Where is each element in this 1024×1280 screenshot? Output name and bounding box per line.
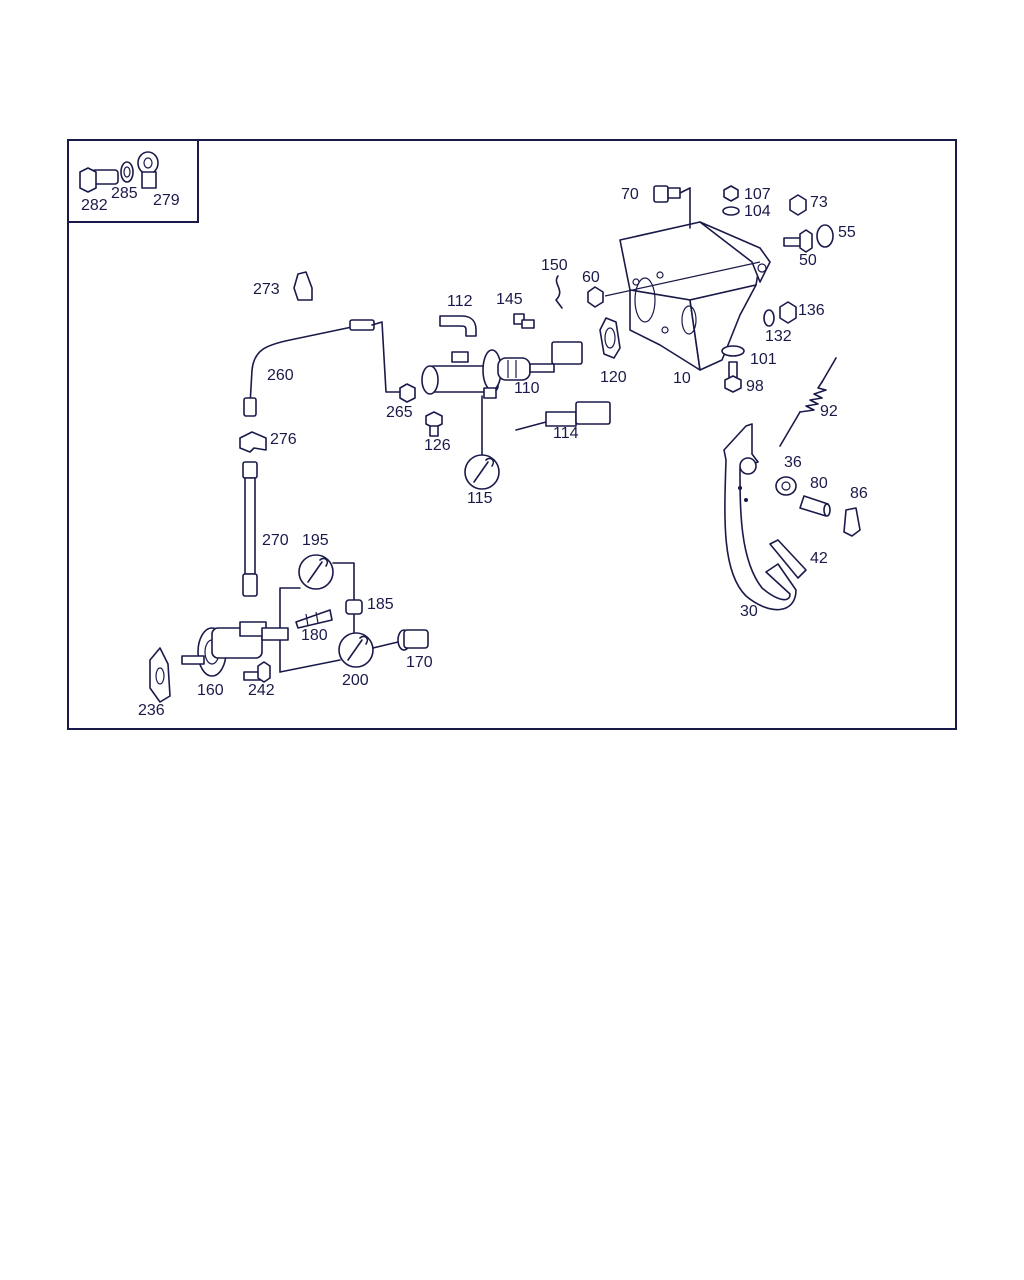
label-132: 132 — [765, 328, 792, 345]
label-200: 200 — [342, 672, 369, 689]
label-285: 285 — [111, 185, 138, 202]
label-265: 265 — [386, 404, 413, 421]
label-126: 126 — [424, 437, 451, 454]
label-70: 70 — [621, 186, 639, 203]
label-98: 98 — [746, 378, 764, 395]
bolt-50 — [783, 229, 813, 253]
clip-86 — [843, 507, 861, 537]
fitting-170 — [397, 629, 429, 651]
label-185: 185 — [367, 596, 394, 613]
label-180: 180 — [301, 627, 328, 644]
push-rod-114 — [515, 401, 611, 431]
nut-73 — [789, 194, 807, 216]
label-107: 107 — [744, 186, 771, 203]
inset-frame — [67, 139, 199, 223]
label-36: 36 — [784, 454, 802, 471]
pedal-pad-42 — [769, 539, 807, 579]
spring-92 — [779, 357, 837, 447]
switch-70 — [653, 185, 691, 203]
label-279: 279 — [153, 192, 180, 209]
label-112: 112 — [447, 293, 473, 310]
hose-fitting-112 — [439, 315, 477, 337]
label-10: 10 — [673, 370, 691, 387]
label-60: 60 — [582, 269, 600, 286]
label-150: 150 — [541, 257, 568, 274]
nut-60 — [587, 286, 604, 308]
hydraulic-line-260 — [243, 319, 401, 417]
label-260: 260 — [267, 367, 294, 384]
label-101: 101 — [750, 351, 777, 368]
clip-273 — [293, 271, 313, 301]
label-115: 115 — [467, 490, 493, 507]
master-cylinder-110 — [399, 341, 583, 403]
bushing-55 — [816, 224, 834, 248]
banjo-fitting-279 — [137, 151, 159, 189]
label-86: 86 — [850, 485, 868, 502]
nut-136 — [779, 301, 797, 324]
bolt-145 — [513, 313, 535, 329]
diagram-frame — [67, 139, 957, 730]
label-120: 120 — [600, 369, 627, 386]
clutch-pedal-30 — [723, 423, 797, 611]
nut-107 — [723, 185, 739, 202]
label-80: 80 — [810, 475, 828, 492]
label-270: 270 — [262, 532, 289, 549]
wrench-icon — [464, 454, 500, 490]
banjo-bolt-282 — [79, 167, 119, 193]
label-273: 273 — [253, 281, 280, 298]
label-42: 42 — [810, 550, 828, 567]
clip-150 — [555, 275, 563, 309]
bolt-98 — [724, 361, 742, 393]
label-104: 104 — [744, 203, 771, 220]
gasket-120 — [599, 317, 621, 359]
clip-276 — [239, 431, 267, 453]
label-110: 110 — [514, 380, 540, 397]
label-282: 282 — [81, 197, 108, 214]
bolt-126 — [425, 411, 443, 437]
label-236: 236 — [138, 702, 165, 719]
label-50: 50 — [799, 252, 817, 269]
washer-132 — [763, 309, 775, 327]
bushing-36 — [775, 476, 797, 496]
washer-285 — [120, 161, 134, 183]
bleed-screw-180 — [295, 609, 333, 629]
gasket-236 — [149, 647, 171, 703]
bolt-242 — [243, 661, 271, 683]
washer-104 — [722, 206, 740, 216]
wrench-icon — [338, 632, 374, 668]
washer-101 — [721, 345, 745, 357]
label-160: 160 — [197, 682, 224, 699]
label-92: 92 — [820, 403, 838, 420]
cap-185 — [345, 599, 363, 615]
wrench-icon — [298, 554, 334, 590]
label-136: 136 — [798, 302, 825, 319]
label-55: 55 — [838, 224, 856, 241]
hose-270 — [242, 461, 258, 597]
label-242: 242 — [248, 682, 275, 699]
label-114: 114 — [553, 425, 579, 442]
label-195: 195 — [302, 532, 329, 549]
slave-cylinder-160 — [181, 621, 289, 677]
label-145: 145 — [496, 291, 523, 308]
label-30: 30 — [740, 603, 758, 620]
label-170: 170 — [406, 654, 433, 671]
pin-80 — [799, 495, 831, 517]
label-276: 276 — [270, 431, 297, 448]
label-73: 73 — [810, 194, 828, 211]
